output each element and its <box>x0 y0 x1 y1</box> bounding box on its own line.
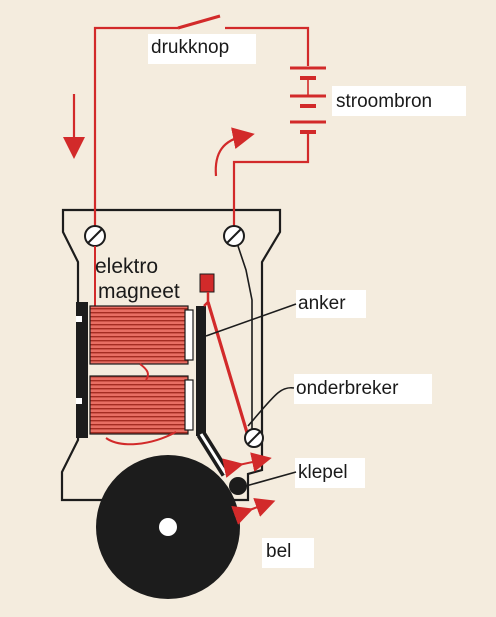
label-bel: bel <box>266 541 292 562</box>
interrupter-screw <box>244 428 264 448</box>
wire-top-left <box>93 26 178 232</box>
label-anker: anker <box>298 293 346 314</box>
label-stroombron: stroombron <box>336 91 433 112</box>
terminal-left <box>84 225 106 247</box>
label-bg-drukknop <box>148 34 256 64</box>
terminal-right <box>223 225 245 247</box>
leader-anker <box>205 303 297 337</box>
coil-bottom <box>89 375 189 435</box>
label-drukknop: drukknop <box>151 37 230 58</box>
wire-top-right <box>225 26 310 66</box>
electromagnet-yoke <box>76 302 88 438</box>
label-magneet: magneet <box>98 280 180 303</box>
label-bg-onderbreker <box>294 374 432 404</box>
current-arrow-curve <box>214 127 255 177</box>
label-onderbreker: onderbreker <box>296 378 399 399</box>
wire-terminal-to-interrupter <box>237 245 253 430</box>
leader-onderbreker <box>247 386 295 427</box>
interrupter-spring <box>206 301 250 437</box>
leader-klepel <box>245 471 297 487</box>
label-bg-bel <box>262 538 314 568</box>
label-bg-anker <box>296 290 366 318</box>
motion-arrow-interrupter <box>222 452 272 478</box>
label-elektro: elektro <box>95 255 159 278</box>
wire-battery-to-terminal <box>232 132 310 232</box>
clapper <box>229 477 247 495</box>
motion-arrow-bell <box>231 498 276 525</box>
label-klepel: klepel <box>298 462 348 483</box>
spring-contact <box>199 273 215 293</box>
bell-center-hole <box>159 518 177 536</box>
armature <box>196 306 206 436</box>
coil-top <box>89 305 189 365</box>
push-button-contact <box>177 14 221 30</box>
label-bg-klepel <box>295 458 365 488</box>
battery-icon <box>290 66 326 134</box>
label-bg-stroombron <box>332 86 466 116</box>
